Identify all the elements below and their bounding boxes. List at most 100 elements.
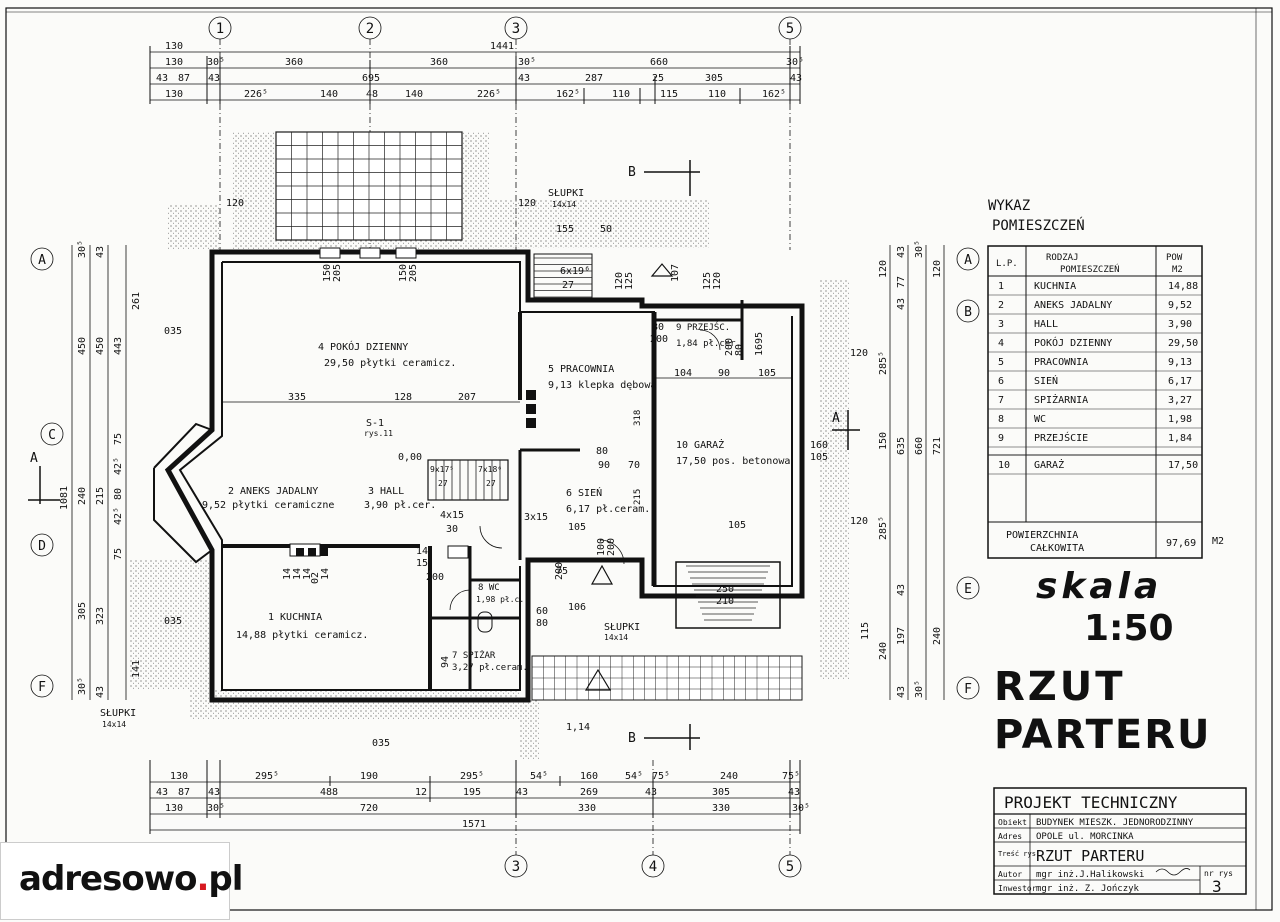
schedule-row-area: 6,17: [1168, 376, 1192, 387]
level-035a: 035: [164, 326, 182, 337]
svg-text:261: 261: [131, 292, 142, 310]
svg-text:14: 14: [282, 568, 293, 580]
svg-text:30⁵: 30⁵: [792, 803, 810, 814]
svg-text:721: 721: [932, 437, 943, 455]
dimensions-bottom: 130 295⁵ 190 295⁵ 54⁵ 160 54⁵ 75⁵ 240 75…: [149, 760, 810, 834]
tb-label-adres: Adres: [998, 832, 1022, 841]
level-105b: 105: [728, 520, 746, 531]
svg-text:130: 130: [170, 771, 188, 782]
svg-text:200: 200: [554, 562, 565, 580]
svg-text:120: 120: [932, 260, 943, 278]
svg-text:16: 16: [754, 344, 765, 356]
axis-D-left: D: [38, 539, 46, 554]
section-s1: S-1: [366, 418, 384, 429]
watermark-logo: adresowo.pl: [19, 859, 243, 899]
svg-text:360: 360: [430, 57, 448, 68]
level-120c: 120: [850, 348, 868, 359]
section-a-left: A: [30, 451, 38, 466]
schedule-row-lp: 9: [998, 433, 1004, 444]
schedule-row-name: SIEŃ: [1034, 374, 1058, 387]
stairs-int-3: 27: [438, 479, 448, 488]
schedule-row-name: GARAŻ: [1034, 458, 1064, 471]
svg-text:30⁵: 30⁵: [207, 57, 225, 68]
svg-text:70: 70: [628, 460, 640, 471]
schedule-col-type1: RODZAJ: [1046, 253, 1079, 263]
schedule-row-area: 17,50: [1168, 460, 1198, 471]
svg-text:25: 25: [652, 73, 664, 84]
svg-text:150: 150: [398, 264, 409, 282]
room-9-area: 1,84 pł.cer.: [676, 339, 741, 349]
svg-text:150: 150: [322, 264, 333, 282]
slupki-bottom: SŁUPKI: [604, 622, 640, 633]
level-120d: 120: [850, 516, 868, 527]
tb-value-tresc: RZUT PARTERU: [1036, 847, 1144, 865]
svg-text:95: 95: [754, 332, 765, 344]
svg-text:43: 43: [516, 787, 528, 798]
axis-C-left: C: [48, 428, 56, 443]
room-3-label: 3 HALL: [368, 486, 404, 497]
svg-text:450: 450: [77, 337, 88, 355]
room-10-area: 17,50 pos. betonowa: [676, 456, 790, 467]
svg-text:90: 90: [598, 460, 610, 471]
watermark-box: adresowo.pl: [0, 842, 243, 920]
stairs-int-2: 7x18⁶: [478, 465, 502, 474]
level-120a: 120: [226, 198, 244, 209]
section-a-right: A: [832, 411, 840, 426]
level-0: 0,00: [398, 452, 422, 463]
svg-text:115: 115: [660, 89, 678, 100]
svg-text:80: 80: [596, 446, 608, 457]
svg-text:30⁵: 30⁵: [77, 677, 88, 695]
svg-text:43: 43: [896, 298, 907, 310]
level-035c: 035: [372, 738, 390, 749]
schedule-row-name: WC: [1034, 414, 1046, 425]
schedule-row-lp: 6: [998, 376, 1004, 387]
schedule-row-area: 9,52: [1168, 300, 1192, 311]
section-b-bottom: B: [628, 731, 636, 746]
room-2-label: 2 ANEKS JADALNY: [228, 486, 318, 497]
svg-text:75⁵: 75⁵: [652, 771, 670, 782]
dimensions-top: 130 1441 130 30⁵ 360 360 30⁵ 660 30⁵ 43 …: [149, 41, 804, 104]
level-106: 106: [568, 602, 586, 613]
svg-text:80: 80: [734, 344, 745, 356]
svg-text:12: 12: [415, 787, 427, 798]
schedule-row-lp: 5: [998, 357, 1004, 368]
level-105a: 105: [568, 522, 586, 533]
schedule-row-name: PRZEJŚCIE: [1034, 431, 1088, 444]
room-schedule: WYKAZ POMIESZCZEŃ L.P. RODZAJ POMIESZCZE…: [987, 198, 1224, 559]
level-114: 1,14: [566, 722, 590, 733]
svg-text:43: 43: [645, 787, 657, 798]
room-labels: 4 POKÓJ DZIENNY 29,50 płytki ceramicz. 5…: [202, 321, 790, 673]
schedule-row: 6 SIEŃ 6,17: [998, 374, 1192, 387]
svg-text:215: 215: [633, 489, 643, 505]
schedule-row-area: 9,13: [1168, 357, 1192, 368]
svg-text:80: 80: [113, 488, 124, 500]
svg-text:130: 130: [165, 57, 183, 68]
svg-text:162⁵: 162⁵: [556, 89, 580, 100]
slupki-left: SŁUPKI: [100, 708, 136, 719]
room-5-area: 9,13 klepka dębowa: [548, 380, 656, 391]
axis-F-left: F: [38, 680, 46, 695]
schedule-col-area1: POW: [1166, 253, 1183, 263]
schedule-row-lp: 3: [998, 319, 1004, 330]
annotations: SŁUPKI 14x14 SŁUPKI 14x14 SŁUPKI 14x14 6…: [28, 160, 868, 750]
axis-5-label: 5: [786, 21, 794, 37]
room-6-area: 6,17 pł.ceram.: [566, 504, 650, 515]
svg-text:200: 200: [426, 572, 444, 583]
svg-text:195: 195: [463, 787, 481, 798]
svg-text:488: 488: [320, 787, 338, 798]
svg-text:43: 43: [896, 686, 907, 698]
svg-text:75: 75: [113, 548, 124, 560]
svg-text:240: 240: [77, 487, 88, 505]
tb-value-obiekt: BUDYNEK MIESZK. JEDNORODZINNY: [1036, 818, 1194, 828]
svg-text:160: 160: [580, 771, 598, 782]
tb-sheet-number: 3: [1212, 877, 1222, 896]
room-4-area: 29,50 płytki ceramicz.: [324, 358, 456, 369]
axis-5-bottom: 5: [786, 859, 794, 875]
svg-text:330: 330: [578, 803, 596, 814]
svg-text:43: 43: [156, 787, 168, 798]
